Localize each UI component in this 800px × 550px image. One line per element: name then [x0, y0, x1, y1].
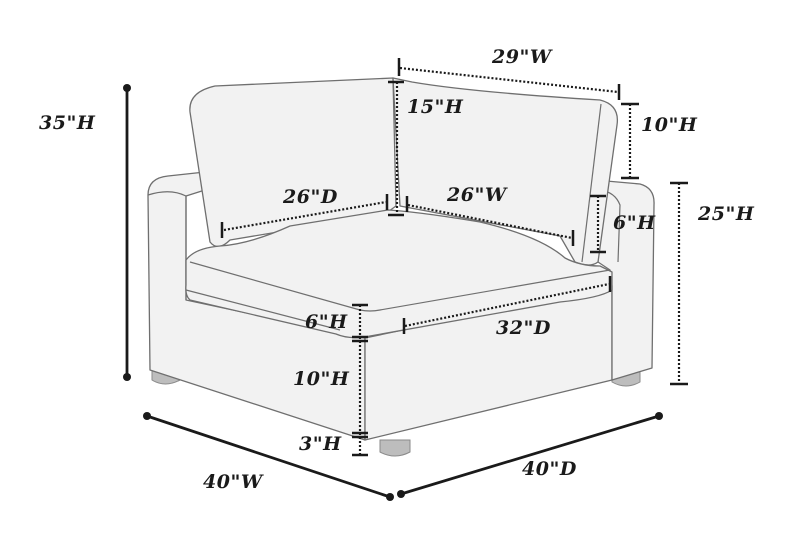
label-overall-width: 40"W	[203, 471, 263, 493]
label-leg-height: 3"H	[299, 433, 342, 455]
dim-overall-depth	[397, 412, 663, 498]
dim-seat-depth	[220, 194, 389, 238]
label-base-height: 10"H	[293, 368, 350, 390]
seat-cushion	[185, 209, 613, 339]
dim-seat-front-depth	[402, 276, 612, 334]
dim-overall-height	[123, 84, 131, 381]
label-cushion-height: 6"H	[305, 311, 348, 333]
label-overall-depth: 40"D	[522, 458, 577, 480]
dim-seat-width	[405, 196, 575, 246]
dim-back-top-height	[621, 102, 639, 180]
dim-arm-height	[590, 194, 606, 254]
label-overall-height: 35"H	[39, 112, 96, 134]
dim-overall-width	[143, 412, 394, 501]
dim-back-width	[397, 58, 621, 100]
label-arm-overall-height: 25"H	[698, 203, 755, 225]
label-back-width: 29"W	[492, 46, 552, 68]
label-seat-width: 26"W	[447, 184, 507, 206]
label-back-top-height: 10"H	[641, 114, 698, 136]
label-seat-depth: 26"D	[283, 186, 338, 208]
label-back-height: 15"H	[407, 96, 464, 118]
dim-arm-overall-height	[670, 181, 688, 386]
label-arm-height: 6"H	[613, 212, 656, 234]
dim-back-height	[388, 80, 404, 217]
label-seat-front-depth: 32"D	[496, 317, 551, 339]
dim-stacked-heights	[352, 303, 368, 457]
